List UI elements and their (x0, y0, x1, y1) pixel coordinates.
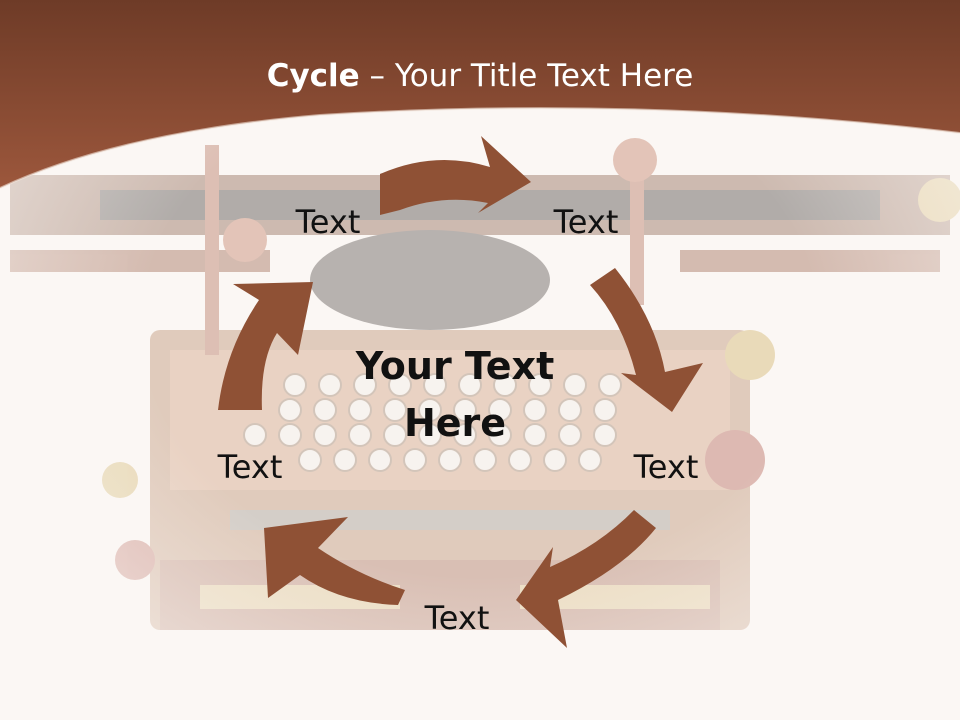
title-bold-part: Cycle (266, 58, 360, 94)
center-text: Your Text Here (355, 344, 555, 445)
title-rest-part: – Your Title Text Here (359, 58, 694, 94)
header-band (0, 0, 960, 188)
cycle-arrow-left (218, 282, 313, 410)
cycle-arrow-bottom-left (264, 517, 405, 605)
cycle-node-label: Text (424, 599, 490, 637)
cycle-node-label: Text (217, 448, 283, 486)
cycle-node-label: Text (295, 203, 361, 241)
cycle-arrow-bottom-right (516, 510, 656, 648)
cycle-arrows (218, 136, 703, 648)
header-swoosh-highlight (0, 107, 960, 189)
cycle-node-label: Text (633, 448, 699, 486)
cycle-arrow-right (590, 268, 703, 412)
slide-title: Cycle – Your Title Text Here (0, 56, 960, 96)
cycle-node-label: Text (553, 203, 619, 241)
cycle-arrow-top (380, 136, 531, 215)
